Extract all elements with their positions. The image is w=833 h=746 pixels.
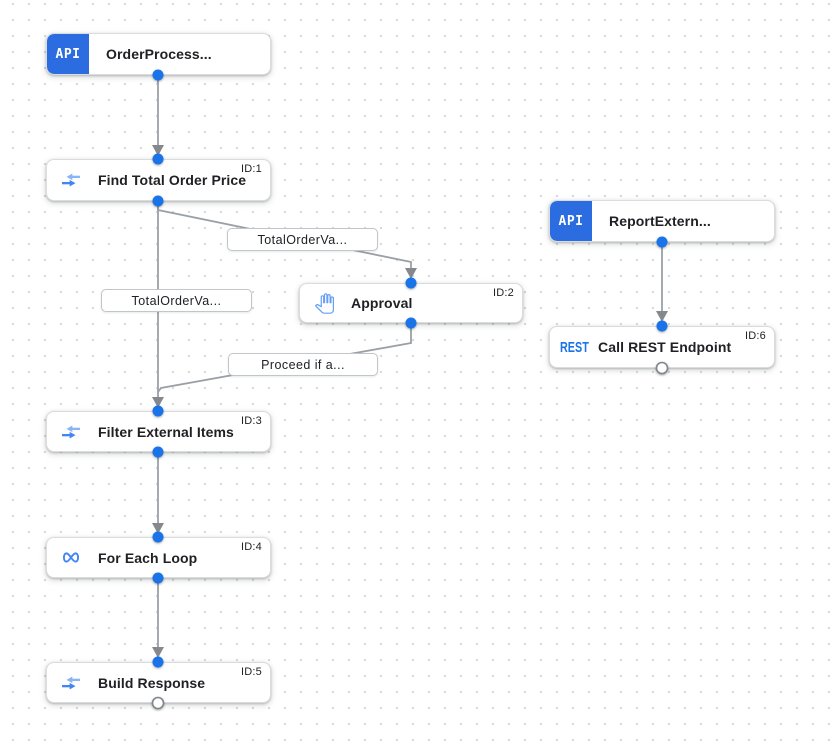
data-mapping-icon	[60, 421, 82, 443]
node-id-label: ID:1	[241, 163, 262, 175]
output-port[interactable]	[152, 572, 164, 584]
node-report-extern-trigger[interactable]: API ReportExtern...	[549, 200, 775, 242]
input-port[interactable]	[152, 153, 164, 165]
node-call-rest-endpoint[interactable]: ID:6 REST Call REST Endpoint	[549, 326, 775, 368]
node-id-label: ID:4	[241, 541, 262, 553]
api-trigger-icon: API	[47, 34, 89, 74]
edge-label-find-to-approval[interactable]: TotalOrderVa...	[227, 228, 378, 251]
node-id-label: ID:5	[241, 666, 262, 678]
node-title: Build Response	[98, 674, 206, 691]
infinity-icon	[60, 547, 82, 569]
arrowhead-icon	[152, 647, 164, 658]
arrowhead-icon	[152, 145, 164, 156]
node-title: Call REST Endpoint	[598, 339, 732, 355]
node-filter-external-items[interactable]: ID:3 Filter External Items	[46, 411, 271, 452]
data-mapping-icon	[60, 672, 82, 694]
node-title: Approval	[351, 295, 413, 311]
node-title: ReportExtern...	[609, 213, 711, 229]
edge-label-find-to-filter[interactable]: TotalOrderVa...	[101, 289, 252, 312]
output-port[interactable]	[656, 236, 668, 248]
node-find-total-order-price[interactable]: ID:1 Find Total Order Price	[46, 159, 271, 201]
output-port[interactable]	[152, 195, 164, 207]
unconnected-output-port[interactable]	[151, 696, 165, 710]
input-port[interactable]	[405, 277, 417, 289]
node-for-each-loop[interactable]: ID:4 For Each Loop	[46, 537, 271, 578]
edge-label-approval-to-filter[interactable]: Proceed if a...	[228, 353, 378, 376]
api-trigger-icon: API	[550, 201, 592, 241]
unconnected-output-port[interactable]	[655, 361, 669, 375]
node-title: OrderProcess...	[106, 46, 212, 62]
hand-icon	[313, 292, 335, 314]
output-port[interactable]	[152, 69, 164, 81]
input-port[interactable]	[152, 405, 164, 417]
output-port[interactable]	[152, 446, 164, 458]
node-title: Find Total Order Price	[98, 172, 247, 188]
node-approval[interactable]: ID:2 Approval	[299, 283, 523, 323]
arrowhead-icon	[656, 311, 668, 322]
node-order-process-trigger[interactable]: API OrderProcess...	[46, 33, 271, 75]
input-port[interactable]	[152, 531, 164, 543]
input-port[interactable]	[152, 656, 164, 668]
output-port[interactable]	[405, 317, 417, 329]
arrowhead-icon	[152, 523, 164, 534]
rest-icon: REST	[560, 338, 589, 356]
node-title: Filter External Items	[98, 423, 234, 440]
node-id-label: ID:2	[493, 287, 514, 299]
node-title: For Each Loop	[98, 549, 198, 566]
arrowhead-icon	[152, 397, 164, 408]
input-port[interactable]	[656, 320, 668, 332]
node-id-label: ID:3	[241, 415, 262, 427]
data-mapping-icon	[60, 169, 82, 191]
arrowhead-icon	[405, 268, 417, 279]
node-id-label: ID:6	[745, 330, 766, 342]
